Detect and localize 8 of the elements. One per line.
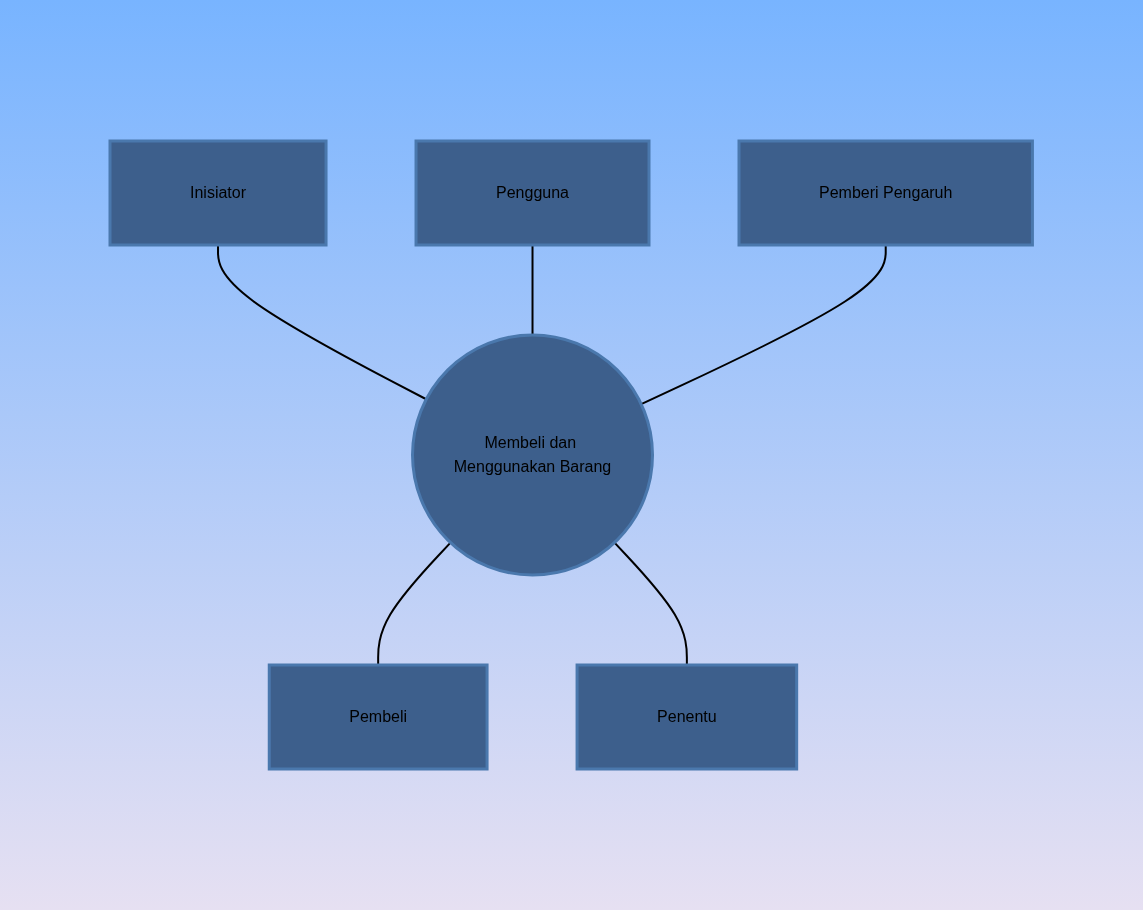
node-box: Inisiator (108, 139, 328, 247)
node-box: Penentu (575, 663, 799, 771)
connector (377, 541, 452, 666)
node-box: Pembeli (268, 663, 489, 771)
node-box: Pengguna (414, 139, 651, 247)
node-circle: Membeli dan Menggunakan Barang (411, 333, 655, 577)
node-box: Pemberi Pengaruh (737, 139, 1035, 247)
connector (613, 541, 689, 666)
